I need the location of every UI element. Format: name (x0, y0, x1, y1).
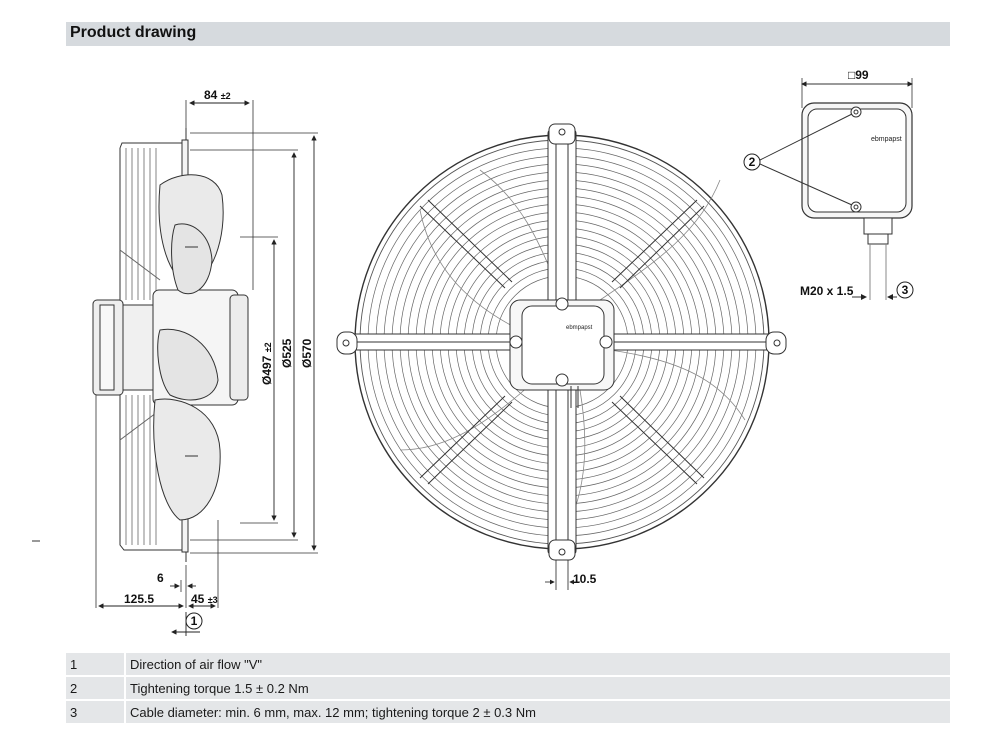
brand-label-hub: ebmpapst (566, 325, 593, 331)
dim-45: 45 ±3 (191, 592, 218, 606)
dim-525: Ø525 (280, 338, 294, 368)
legend-row: 1 Direction of air flow "V" (66, 653, 950, 676)
legend-number: 3 (66, 699, 126, 723)
legend-text: Cable diameter: min. 6 mm, max. 12 mm; t… (125, 699, 950, 723)
dim-6: 6 (157, 571, 164, 585)
callout-1: 1 (185, 612, 203, 630)
legend-text: Direction of air flow "V" (130, 656, 263, 672)
legend-number: 1 (66, 653, 126, 676)
legend-text: Tightening torque 1.5 ± 0.2 Nm (125, 675, 950, 700)
section-title: Product drawing (70, 24, 197, 41)
callout-2: 2 (743, 153, 761, 171)
side-view (92, 100, 318, 636)
svg-text:2: 2 (749, 155, 756, 169)
svg-text:3: 3 (902, 283, 909, 297)
brand-label-box: ebmpapst (871, 136, 902, 143)
legend-row: 2 Tightening torque 1.5 ± 0.2 Nm (66, 675, 950, 700)
dim-10-5: 10.5 (573, 572, 597, 586)
legend-row: 3 Cable diameter: min. 6 mm, max. 12 mm;… (66, 699, 950, 723)
front-view (336, 123, 787, 590)
callout-3: 3 (896, 281, 914, 299)
dim-m20: M20 x 1.5 (800, 284, 854, 298)
dim-570: Ø570 (300, 338, 314, 368)
svg-text:1: 1 (191, 614, 198, 628)
dim-99: □99 (848, 68, 869, 82)
dim-497: Ø497 ±2 (260, 342, 274, 385)
legend-table: 1 Direction of air flow "V" 2 Tightening… (66, 653, 950, 723)
dim-84: 84 ±2 (204, 88, 231, 102)
legend-number: 2 (66, 675, 126, 700)
dim-125: 125.5 (124, 592, 154, 606)
section-header: Product drawing (66, 22, 950, 46)
terminal-box (759, 78, 913, 300)
